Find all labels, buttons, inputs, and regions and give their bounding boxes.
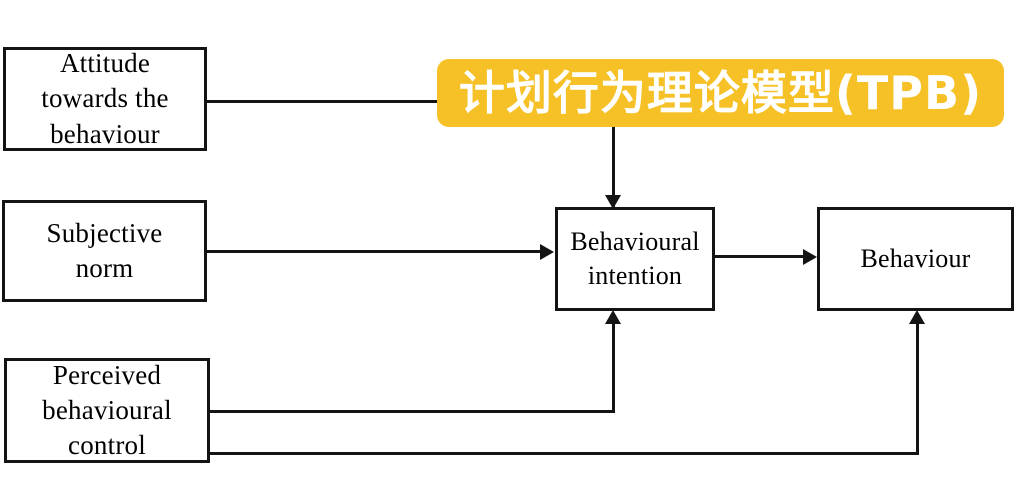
node-behaviour[interactable]: Behaviour (817, 207, 1014, 311)
edge-attitude-intention-arrowhead (605, 195, 621, 209)
edge-attitude-intention-horizontal (207, 100, 615, 103)
node-attitude-towards-behaviour[interactable]: Attitude towards the behaviour (3, 47, 207, 151)
title-banner: 计划行为理论模型(TPB) (437, 59, 1004, 127)
edge-attitude-intention-vertical (612, 100, 615, 208)
edge-subjective-intention-line (207, 250, 541, 253)
edge-pbc-intention-vertical (612, 322, 615, 413)
edge-pbc-behaviour-vertical (916, 322, 919, 455)
node-behavioural-intention[interactable]: Behavioural intention (555, 207, 715, 311)
edge-pbc-intention-horizontal (210, 410, 615, 413)
edge-subjective-intention-arrowhead (540, 244, 554, 260)
node-subjective-norm[interactable]: Subjective norm (2, 200, 207, 302)
edge-intention-behaviour-arrowhead (803, 249, 817, 265)
edge-pbc-behaviour-arrowhead (909, 310, 925, 324)
edge-pbc-intention-arrowhead (605, 310, 621, 324)
edge-intention-behaviour-line (715, 255, 804, 258)
edge-pbc-behaviour-horizontal (210, 452, 919, 455)
node-perceived-behavioural-control[interactable]: Perceived behavioural control (4, 358, 210, 463)
title-banner-label: 计划行为理论模型(TPB) (458, 66, 983, 120)
